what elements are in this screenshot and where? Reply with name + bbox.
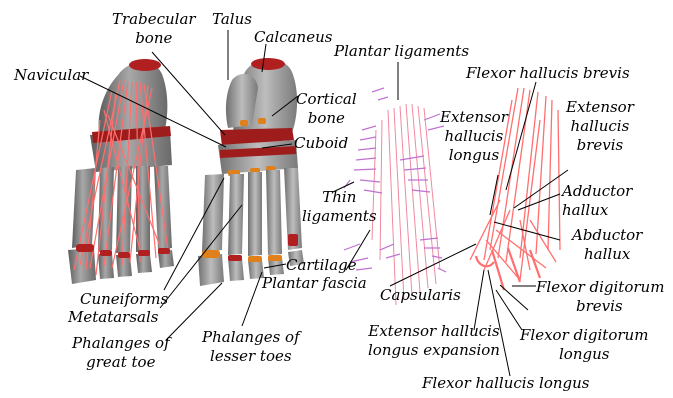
- label-flexor-hallucis-brevis: Flexor hallucis brevis: [466, 64, 630, 83]
- label-capsularis: Capsularis: [380, 286, 461, 305]
- label-plantar-fascia: Plantar fascia: [262, 274, 367, 293]
- label-calcaneus: Calcaneus: [254, 28, 332, 47]
- label-metatarsals: Metatarsals: [68, 308, 158, 327]
- calcaneus-cap: [129, 59, 161, 71]
- metatarsal-bones: [202, 168, 302, 256]
- label-cuneiforms: Cuneiforms: [80, 290, 168, 309]
- calcaneus-top-cap: [251, 58, 285, 70]
- label-cartilage: Cartilage: [286, 256, 357, 275]
- foot-model-full: [68, 59, 174, 284]
- label-cuboid: Cuboid: [294, 134, 348, 153]
- plantar-ligament-lines: [372, 104, 440, 305]
- label-flexor-hallucis-longus: Flexor hallucis longus: [422, 374, 589, 393]
- foot-model-bones: [198, 58, 304, 286]
- label-navicular: Navicular: [14, 66, 88, 85]
- label-plantar-ligaments: Plantar ligaments: [334, 42, 469, 61]
- label-talus: Talus: [212, 10, 252, 29]
